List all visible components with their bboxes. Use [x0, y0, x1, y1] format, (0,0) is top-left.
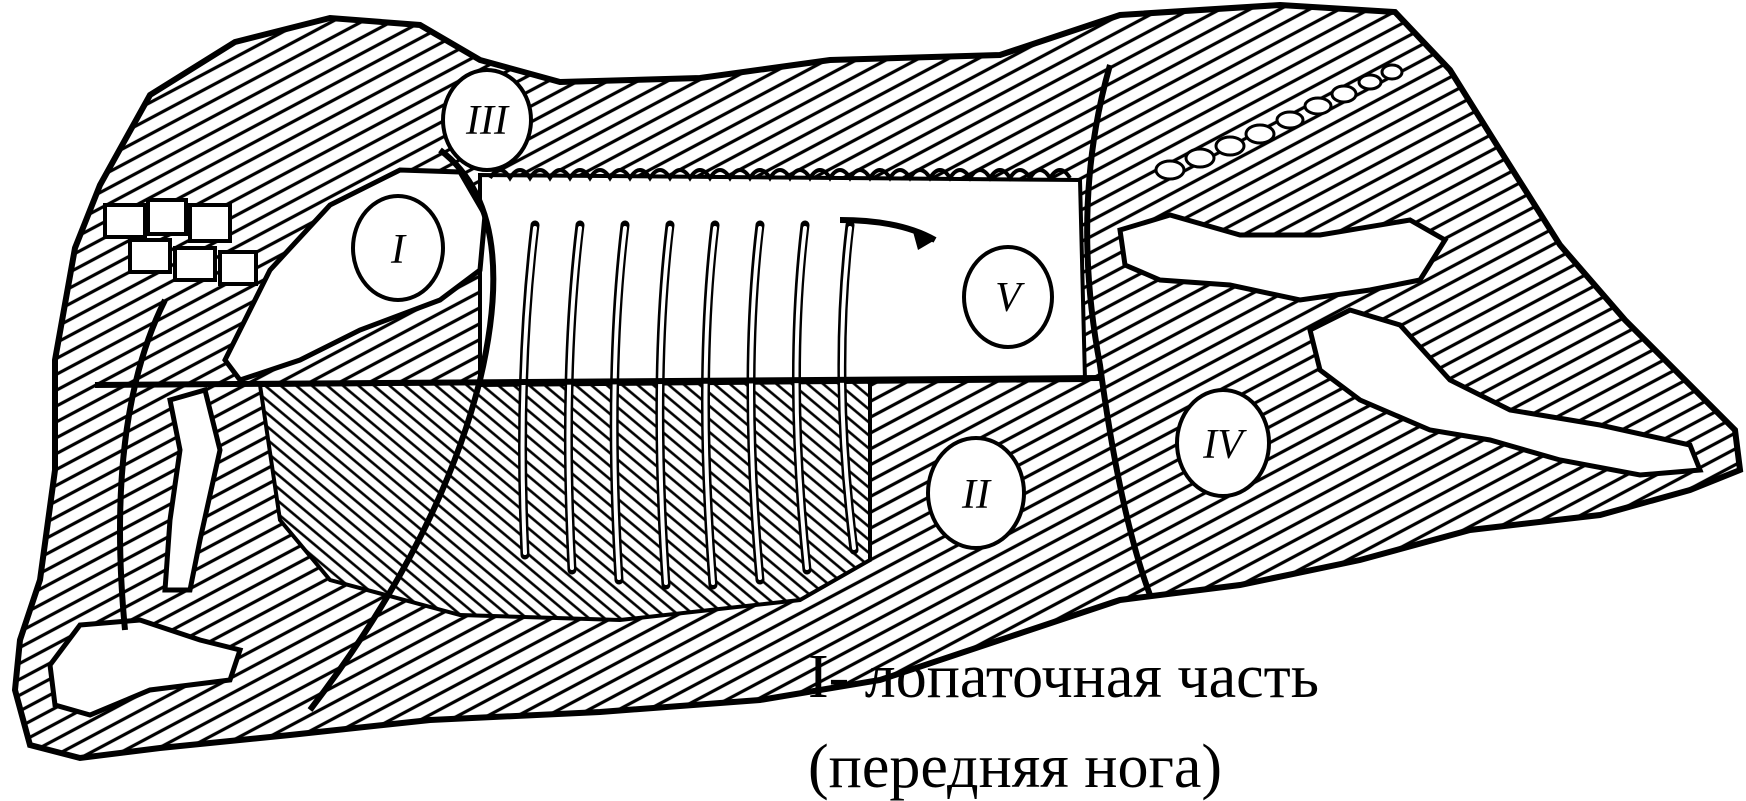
- region-label-III: III: [443, 70, 531, 170]
- caption-line-2: (передняя нога): [808, 736, 1222, 798]
- region-label-text-I: I: [390, 227, 407, 273]
- region-label-II: II: [928, 438, 1024, 548]
- region-label-text-IV: IV: [1202, 422, 1247, 468]
- caption-line-1: I- лопаточная часть: [808, 646, 1319, 708]
- region-label-text-III: III: [465, 98, 510, 144]
- region-label-text-V: V: [995, 275, 1025, 321]
- region-label-I: I: [353, 196, 443, 300]
- region-label-V: V: [964, 247, 1052, 347]
- region-label-IV: IV: [1177, 390, 1269, 496]
- region-label-text-II: II: [961, 472, 992, 518]
